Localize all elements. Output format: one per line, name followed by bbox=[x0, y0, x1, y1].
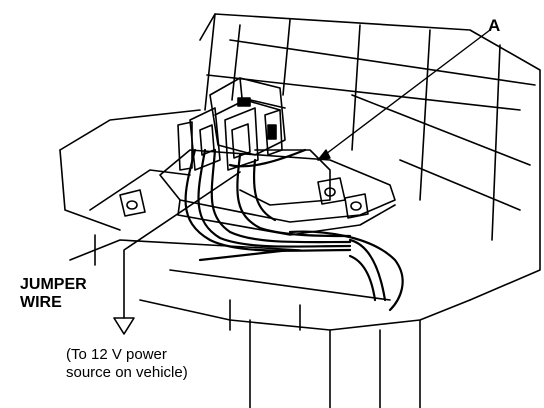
connector-body bbox=[177, 77, 331, 206]
wiring-harness bbox=[184, 148, 404, 312]
jumper-label-line1: JUMPER bbox=[20, 276, 87, 293]
power-source-note: (To 12 V power source on vehicle) bbox=[66, 346, 286, 382]
power-source-line2: source on vehicle) bbox=[66, 364, 188, 381]
connector-bracket bbox=[119, 149, 396, 236]
callout-label-a: A bbox=[488, 16, 501, 35]
power-source-line1: (To 12 V power bbox=[66, 346, 167, 363]
jumper-label-line2: WIRE bbox=[20, 294, 62, 311]
jumper-wire-leader bbox=[113, 171, 241, 335]
callout-a-leader bbox=[317, 29, 491, 161]
mounting-plate bbox=[59, 109, 471, 408]
background-grid-frame bbox=[199, 13, 541, 301]
jumper-wire-label: JUMPER WIRE bbox=[20, 276, 140, 312]
